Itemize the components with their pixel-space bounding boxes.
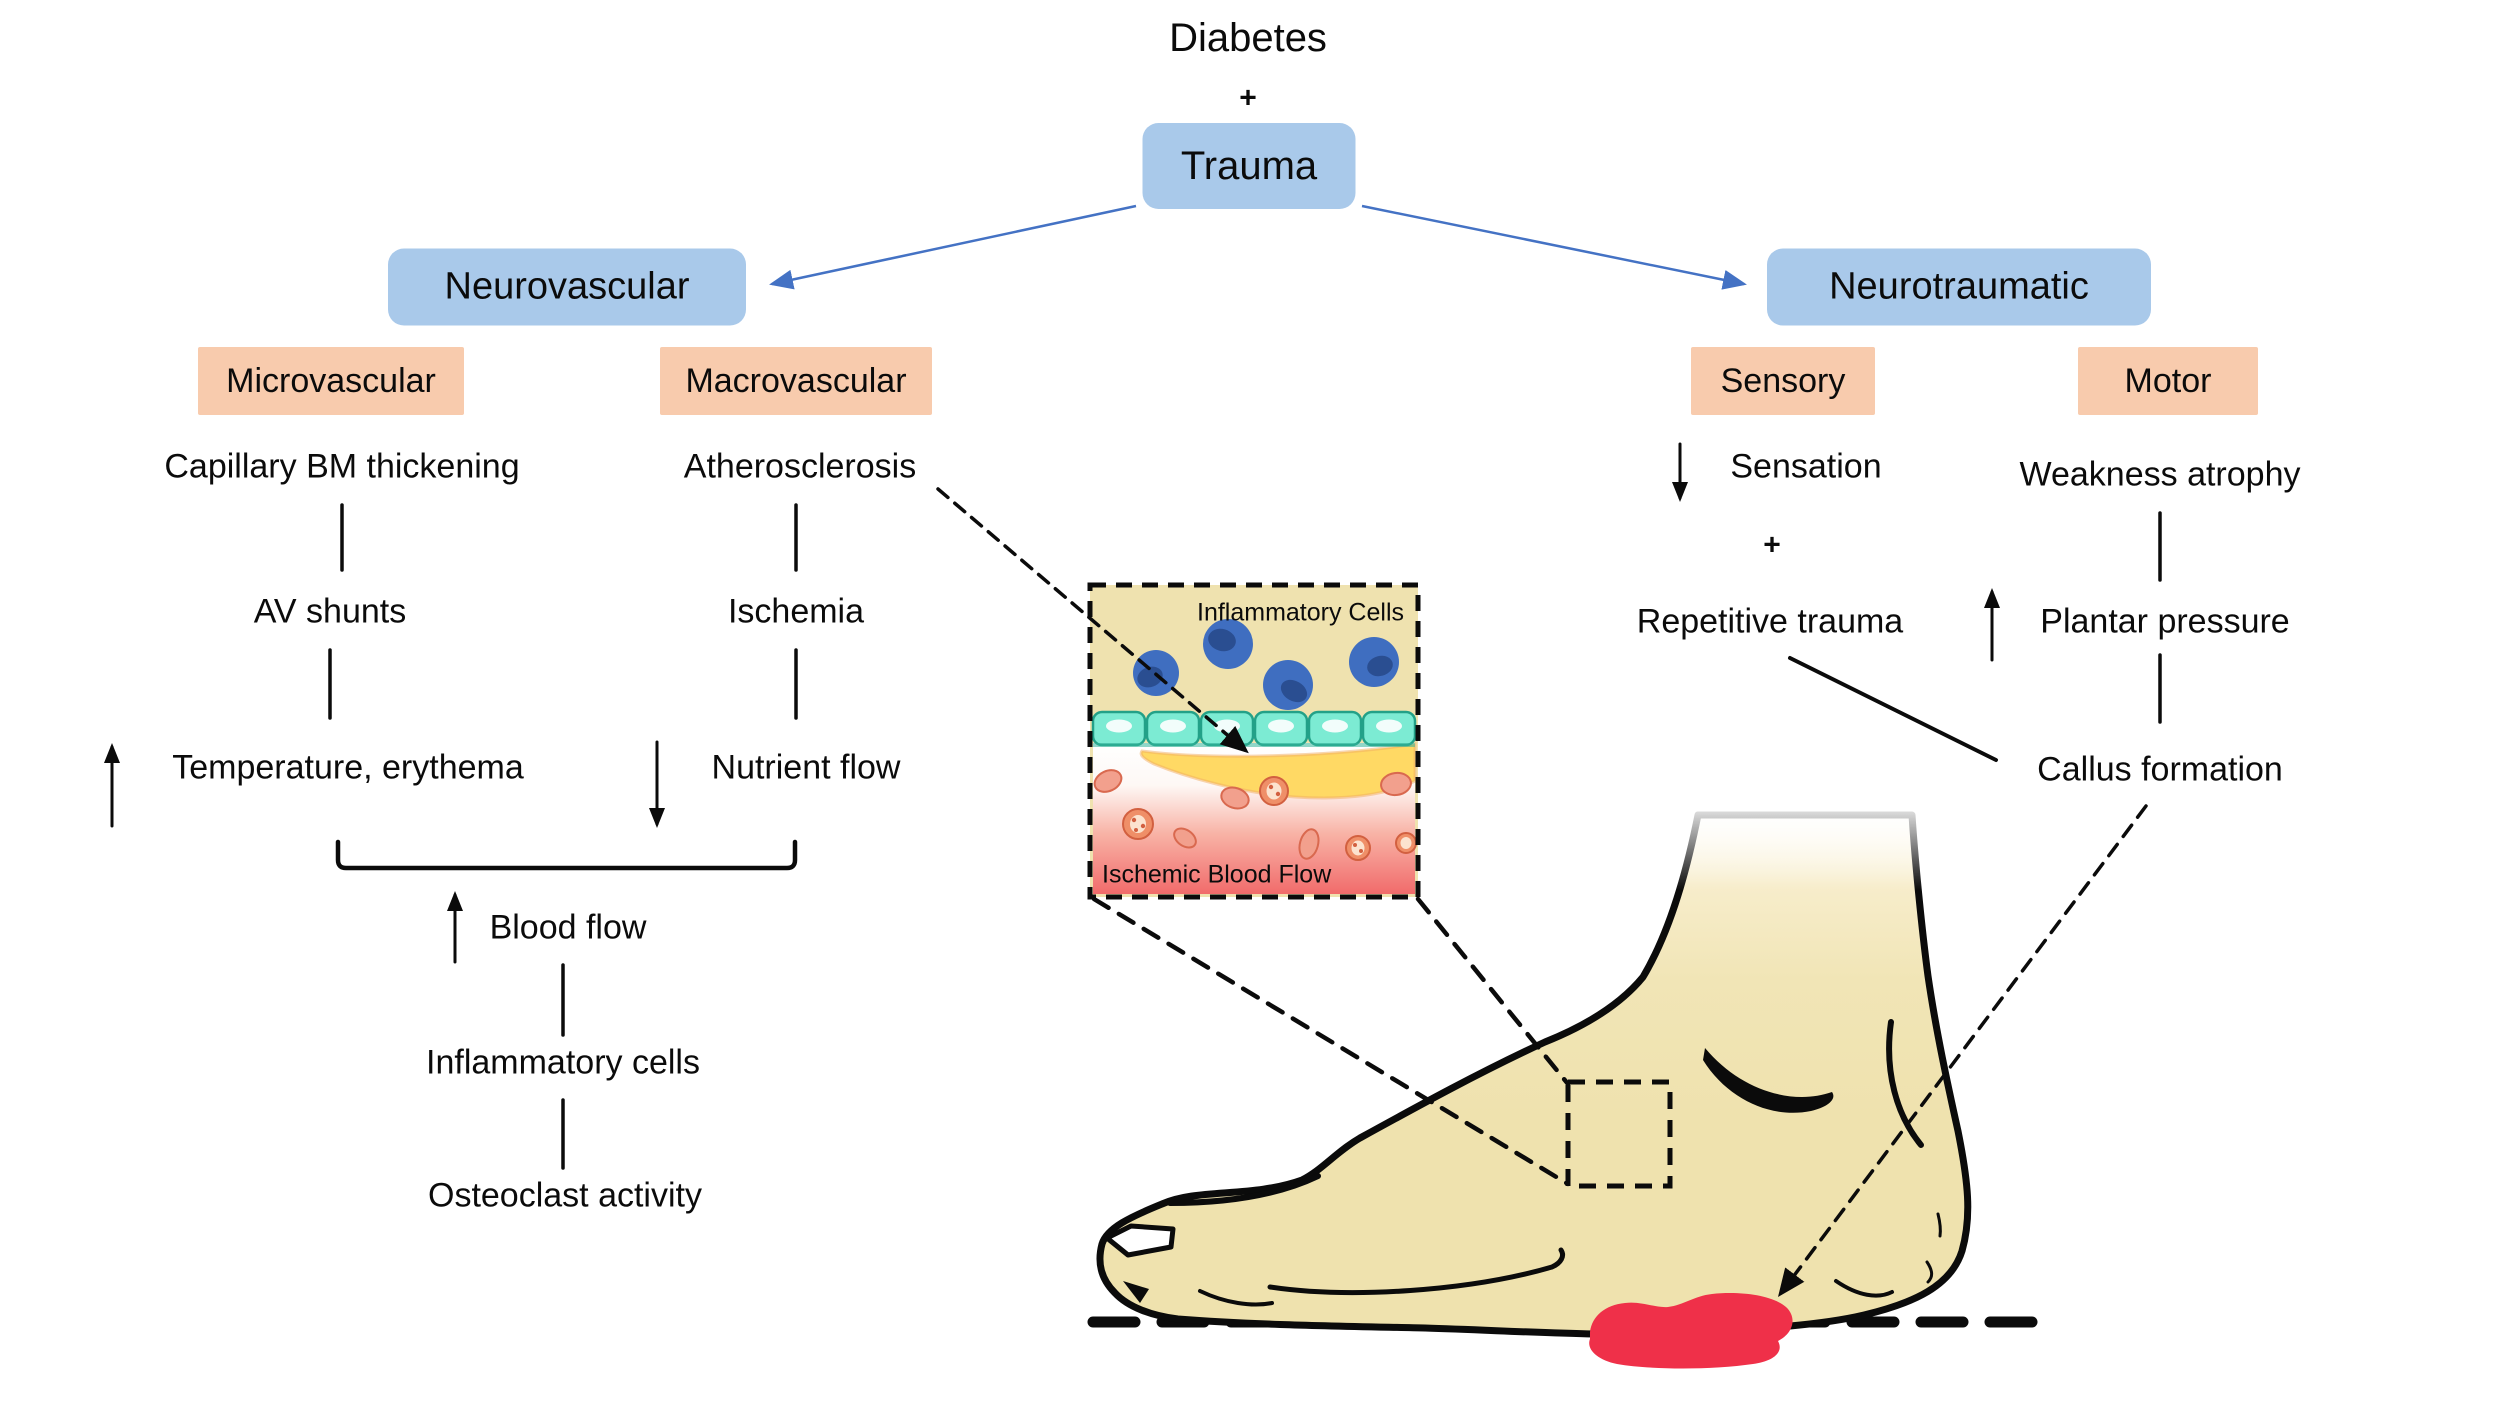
temperature-label: Temperature, erythema xyxy=(172,748,524,787)
weakness-atrophy-label: Weakness atrophy xyxy=(2019,455,2301,494)
inset-bottom-label: Ischemic Blood Flow xyxy=(1102,860,1332,889)
callout-line-right xyxy=(1415,896,1571,1087)
red-blood-cell-icons xyxy=(1093,769,1417,861)
magnified-region-square xyxy=(1565,1079,1673,1189)
ankle-swoosh xyxy=(1703,1048,1834,1113)
inflammatory-cells-label: Inflammatory cells xyxy=(426,1043,700,1082)
arrow-atherosclerosis-to-inset xyxy=(936,487,1249,754)
inset-top-label: Inflammatory Cells xyxy=(1197,598,1404,627)
nutrient-flow-label: Nutrient flow xyxy=(711,748,901,787)
microvascular-label: Microvascular xyxy=(226,361,436,400)
microvascular-box: Microvascular xyxy=(198,347,464,415)
plantar-pressure-label: Plantar pressure xyxy=(2040,602,2290,641)
callus-formation-label: Callus formation xyxy=(2037,750,2283,789)
neurovascular-label: Neurovascular xyxy=(444,265,690,308)
av-shunts-label: AV shunts xyxy=(253,592,407,631)
osteoclast-label: Osteoclast activity xyxy=(428,1176,702,1215)
second-toe-crease xyxy=(1198,1289,1274,1307)
trauma-label: Trauma xyxy=(1180,143,1318,188)
flow-connectors xyxy=(328,503,2162,1170)
foot-illustration xyxy=(1096,798,1972,1369)
motor-box: Motor xyxy=(2078,347,2258,415)
macrovascular-label: Macrovascular xyxy=(685,361,907,400)
macrovascular-box: Macrovascular xyxy=(660,347,932,415)
inset-border xyxy=(1087,582,1421,900)
exudate-blob xyxy=(1139,742,1417,800)
arrow-trauma-to-neurovascular xyxy=(769,204,1137,290)
capillary-label: Capillary BM thickening xyxy=(164,447,520,486)
trauma-box: Trauma xyxy=(1142,123,1356,209)
heel-mark-1 xyxy=(1936,1212,1942,1238)
toenail xyxy=(1104,1223,1176,1258)
sensory-box: Sensory xyxy=(1691,347,1875,415)
ankle-long-crease xyxy=(1886,1019,1924,1148)
blood-flow-label: Blood flow xyxy=(489,908,647,947)
diabetes-label: Diabetes xyxy=(1169,16,1327,60)
heel-crease xyxy=(1834,1279,1894,1298)
arrow-callus-to-ulcer xyxy=(1778,804,2148,1298)
direction-arrows xyxy=(104,442,2000,964)
foot-outline xyxy=(1096,811,1972,1338)
neurovascular-box: Neurovascular xyxy=(388,248,746,326)
neurotraumatic-box: Neurotraumatic xyxy=(1767,248,2151,326)
plus-top-label: + xyxy=(1239,81,1257,115)
motor-label: Motor xyxy=(2124,361,2212,400)
plantar-ulcer xyxy=(1589,1293,1793,1369)
callout-line-left xyxy=(1091,896,1571,1187)
atherosclerosis-label: Atherosclerosis xyxy=(683,447,917,486)
ischemia-label: Ischemia xyxy=(727,592,865,631)
histology-inset xyxy=(1087,582,1421,900)
arrow-trauma-to-neurotraumatic xyxy=(1361,204,1747,290)
repetitive-trauma-label: Repetitive trauma xyxy=(1636,602,1904,641)
midsole-crease xyxy=(1267,1247,1566,1295)
sensory-label: Sensory xyxy=(1720,361,1846,400)
heel-mark-2 xyxy=(1925,1260,1934,1284)
leg-fade xyxy=(1650,798,1972,890)
toe-shadow-wedge xyxy=(1123,1281,1149,1303)
neurotraumatic-label: Neurotraumatic xyxy=(1829,265,2089,308)
toe-fold-crease xyxy=(1167,1173,1321,1206)
merge-bracket xyxy=(335,839,798,871)
line-repetitive-to-callus xyxy=(1788,656,1998,762)
plus-right-label: + xyxy=(1763,528,1781,562)
sensation-label: Sensation xyxy=(1730,447,1882,486)
